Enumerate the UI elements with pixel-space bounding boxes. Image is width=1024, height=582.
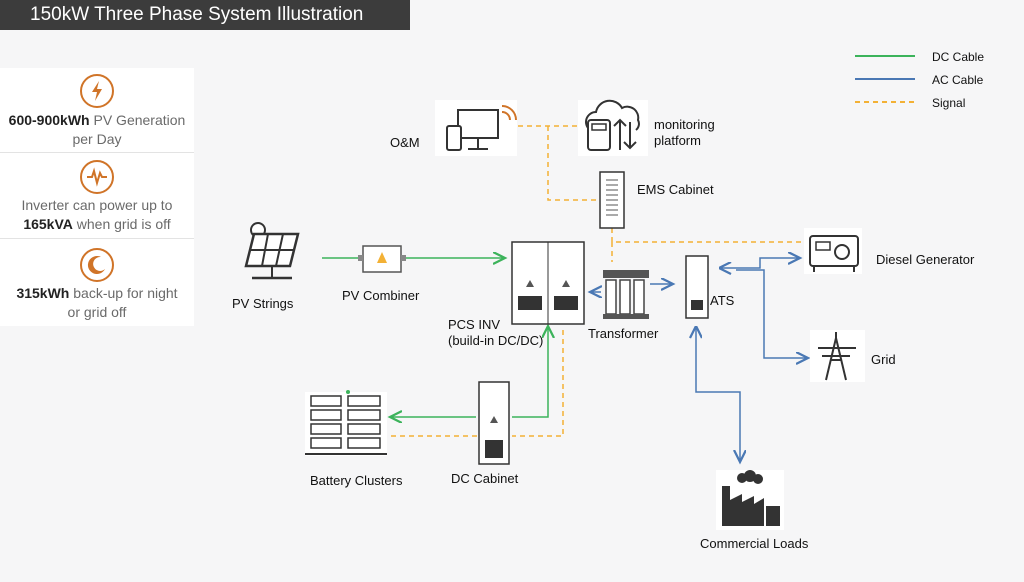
label-pcs-2: (build-in DC/DC) bbox=[448, 333, 544, 348]
label-pcs-1: PCS INV bbox=[448, 317, 501, 332]
legend bbox=[855, 55, 915, 103]
ems-cabinet-icon bbox=[599, 171, 625, 229]
dc-lines bbox=[322, 258, 548, 417]
lightning-icon bbox=[80, 74, 114, 108]
label-dc-cabinet: DC Cabinet bbox=[451, 471, 519, 486]
title-bar: 150kW Three Phase System Illustration bbox=[0, 0, 410, 30]
label-grid: Grid bbox=[871, 352, 896, 367]
legend-label-ac: AC Cable bbox=[932, 73, 984, 87]
solar-panel-icon bbox=[244, 222, 300, 280]
label-monitoring-2: platform bbox=[654, 133, 701, 148]
pv-combiner-icon bbox=[358, 245, 406, 273]
legend-label-signal: Signal bbox=[932, 96, 966, 110]
label-pv-combiner: PV Combiner bbox=[342, 288, 420, 303]
label-pv-strings: PV Strings bbox=[232, 296, 294, 311]
diesel-generator-icon bbox=[804, 228, 862, 274]
battery-clusters-icon bbox=[305, 390, 387, 456]
stat-pv-generation: 600-900kWh PV Generation per Day bbox=[8, 112, 186, 147]
stat-backup: 315kWh back-up for night or grid off bbox=[16, 285, 178, 320]
stats-panel: 600-900kWh PV Generation per Day Inverte… bbox=[0, 68, 194, 326]
om-devices-icon bbox=[435, 100, 517, 156]
waveform-icon bbox=[80, 160, 114, 194]
label-diesel: Diesel Generator bbox=[876, 252, 975, 267]
ats-icon bbox=[685, 255, 709, 319]
pcs-inverter-icon bbox=[511, 241, 585, 325]
label-commercial: Commercial Loads bbox=[700, 536, 809, 551]
label-battery: Battery Clusters bbox=[310, 473, 403, 488]
factory-icon bbox=[716, 470, 784, 530]
label-ems: EMS Cabinet bbox=[637, 182, 714, 197]
transformer-icon bbox=[603, 270, 649, 319]
moon-icon bbox=[80, 248, 114, 282]
legend-label-dc: DC Cable bbox=[932, 50, 985, 64]
label-monitoring-1: monitoring bbox=[654, 117, 715, 132]
cloud-icon bbox=[578, 99, 648, 156]
dc-cabinet-icon bbox=[478, 381, 510, 465]
stat-divider bbox=[0, 238, 194, 239]
ac-lines bbox=[590, 258, 808, 462]
label-transformer: Transformer bbox=[588, 326, 659, 341]
label-ats: ATS bbox=[710, 293, 735, 308]
stat-divider bbox=[0, 152, 194, 153]
grid-tower-icon bbox=[810, 330, 865, 382]
page-title: 150kW Three Phase System Illustration bbox=[30, 4, 364, 25]
label-om: O&M bbox=[390, 135, 420, 150]
signal-lines bbox=[386, 125, 804, 437]
stat-inverter: Inverter can power up to 165kVA when gri… bbox=[21, 197, 173, 232]
